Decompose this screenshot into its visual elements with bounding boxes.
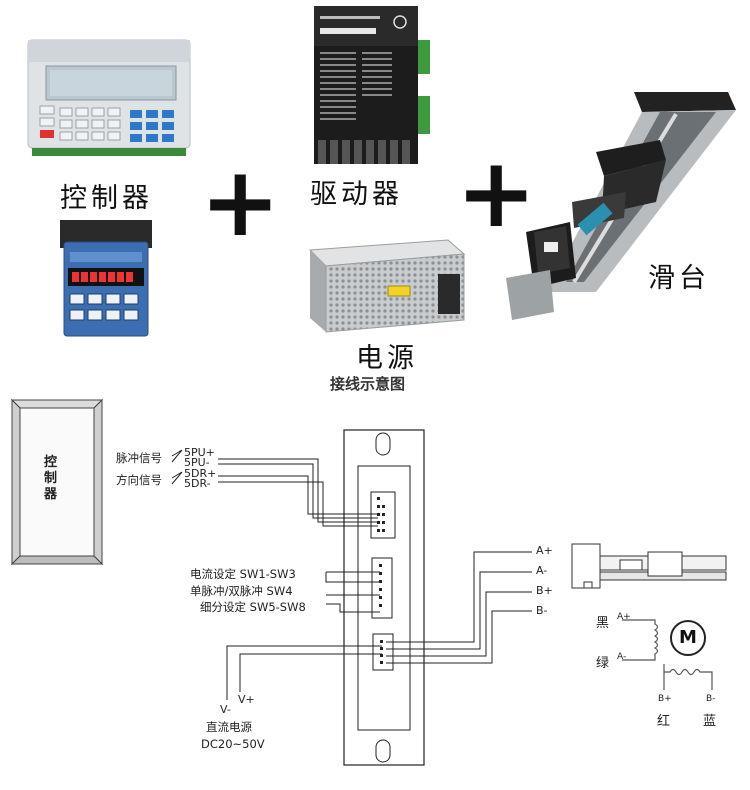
dc-power-label: 直流电源 xyxy=(206,720,252,734)
red-wire-label: 红 xyxy=(657,714,671,729)
green-wire-label: 绿 xyxy=(596,656,610,671)
driver-label: 驱动器 xyxy=(310,179,403,210)
controller-label: 控制器 xyxy=(60,183,153,214)
controller-box xyxy=(10,398,104,566)
output-a-plus-label: A+ xyxy=(536,544,553,557)
dr-plus-label: 5DR+ xyxy=(184,467,217,480)
motor-a-minus-label: A- xyxy=(617,652,627,662)
digital-controller-image xyxy=(60,220,152,338)
plus-icon: + xyxy=(200,146,281,258)
output-a-minus-label: A- xyxy=(536,564,548,577)
pulse-signal-label: 脉冲信号 xyxy=(116,451,162,465)
controller-device-image xyxy=(26,38,192,158)
output-b-plus-label: B+ xyxy=(536,584,553,597)
wiring-diagram-title: 接线示意图 xyxy=(330,375,406,393)
power-label: 电源 xyxy=(356,343,418,374)
blue-wire-label: 蓝 xyxy=(703,714,717,729)
motor-symbol: M xyxy=(679,627,697,648)
slide-label: 滑台 xyxy=(648,263,710,294)
v-minus-label: V- xyxy=(220,703,231,716)
black-wire-label: 黑 xyxy=(596,616,610,631)
power-supply-image xyxy=(298,236,468,336)
output-b-minus-label: B- xyxy=(536,604,548,617)
v-plus-label: V+ xyxy=(238,693,255,706)
dr-minus-label: 5DR- xyxy=(184,477,211,490)
motor-b-plus-label: B+ xyxy=(658,694,672,704)
driver-device-image xyxy=(312,6,432,166)
pu-plus-label: 5PU+ xyxy=(184,446,215,459)
pulse-mode-label: 单脉冲/双脉冲 SW4 xyxy=(190,584,293,598)
controller-box-label: 控制器 xyxy=(44,455,58,502)
microstep-setting-label: 细分设定 SW5-SW8 xyxy=(200,600,306,614)
dc-range-label: DC20~50V xyxy=(201,737,265,751)
current-setting-label: 电流设定 SW1-SW3 xyxy=(190,567,296,581)
pu-minus-label: 5PU- xyxy=(184,456,210,469)
plus-icon: + xyxy=(456,137,537,249)
linear-slide-image xyxy=(506,82,744,344)
motor-b-minus-label: B- xyxy=(706,694,716,704)
direction-signal-label: 方向信号 xyxy=(116,473,162,487)
motor-a-plus-label: A+ xyxy=(617,612,631,622)
